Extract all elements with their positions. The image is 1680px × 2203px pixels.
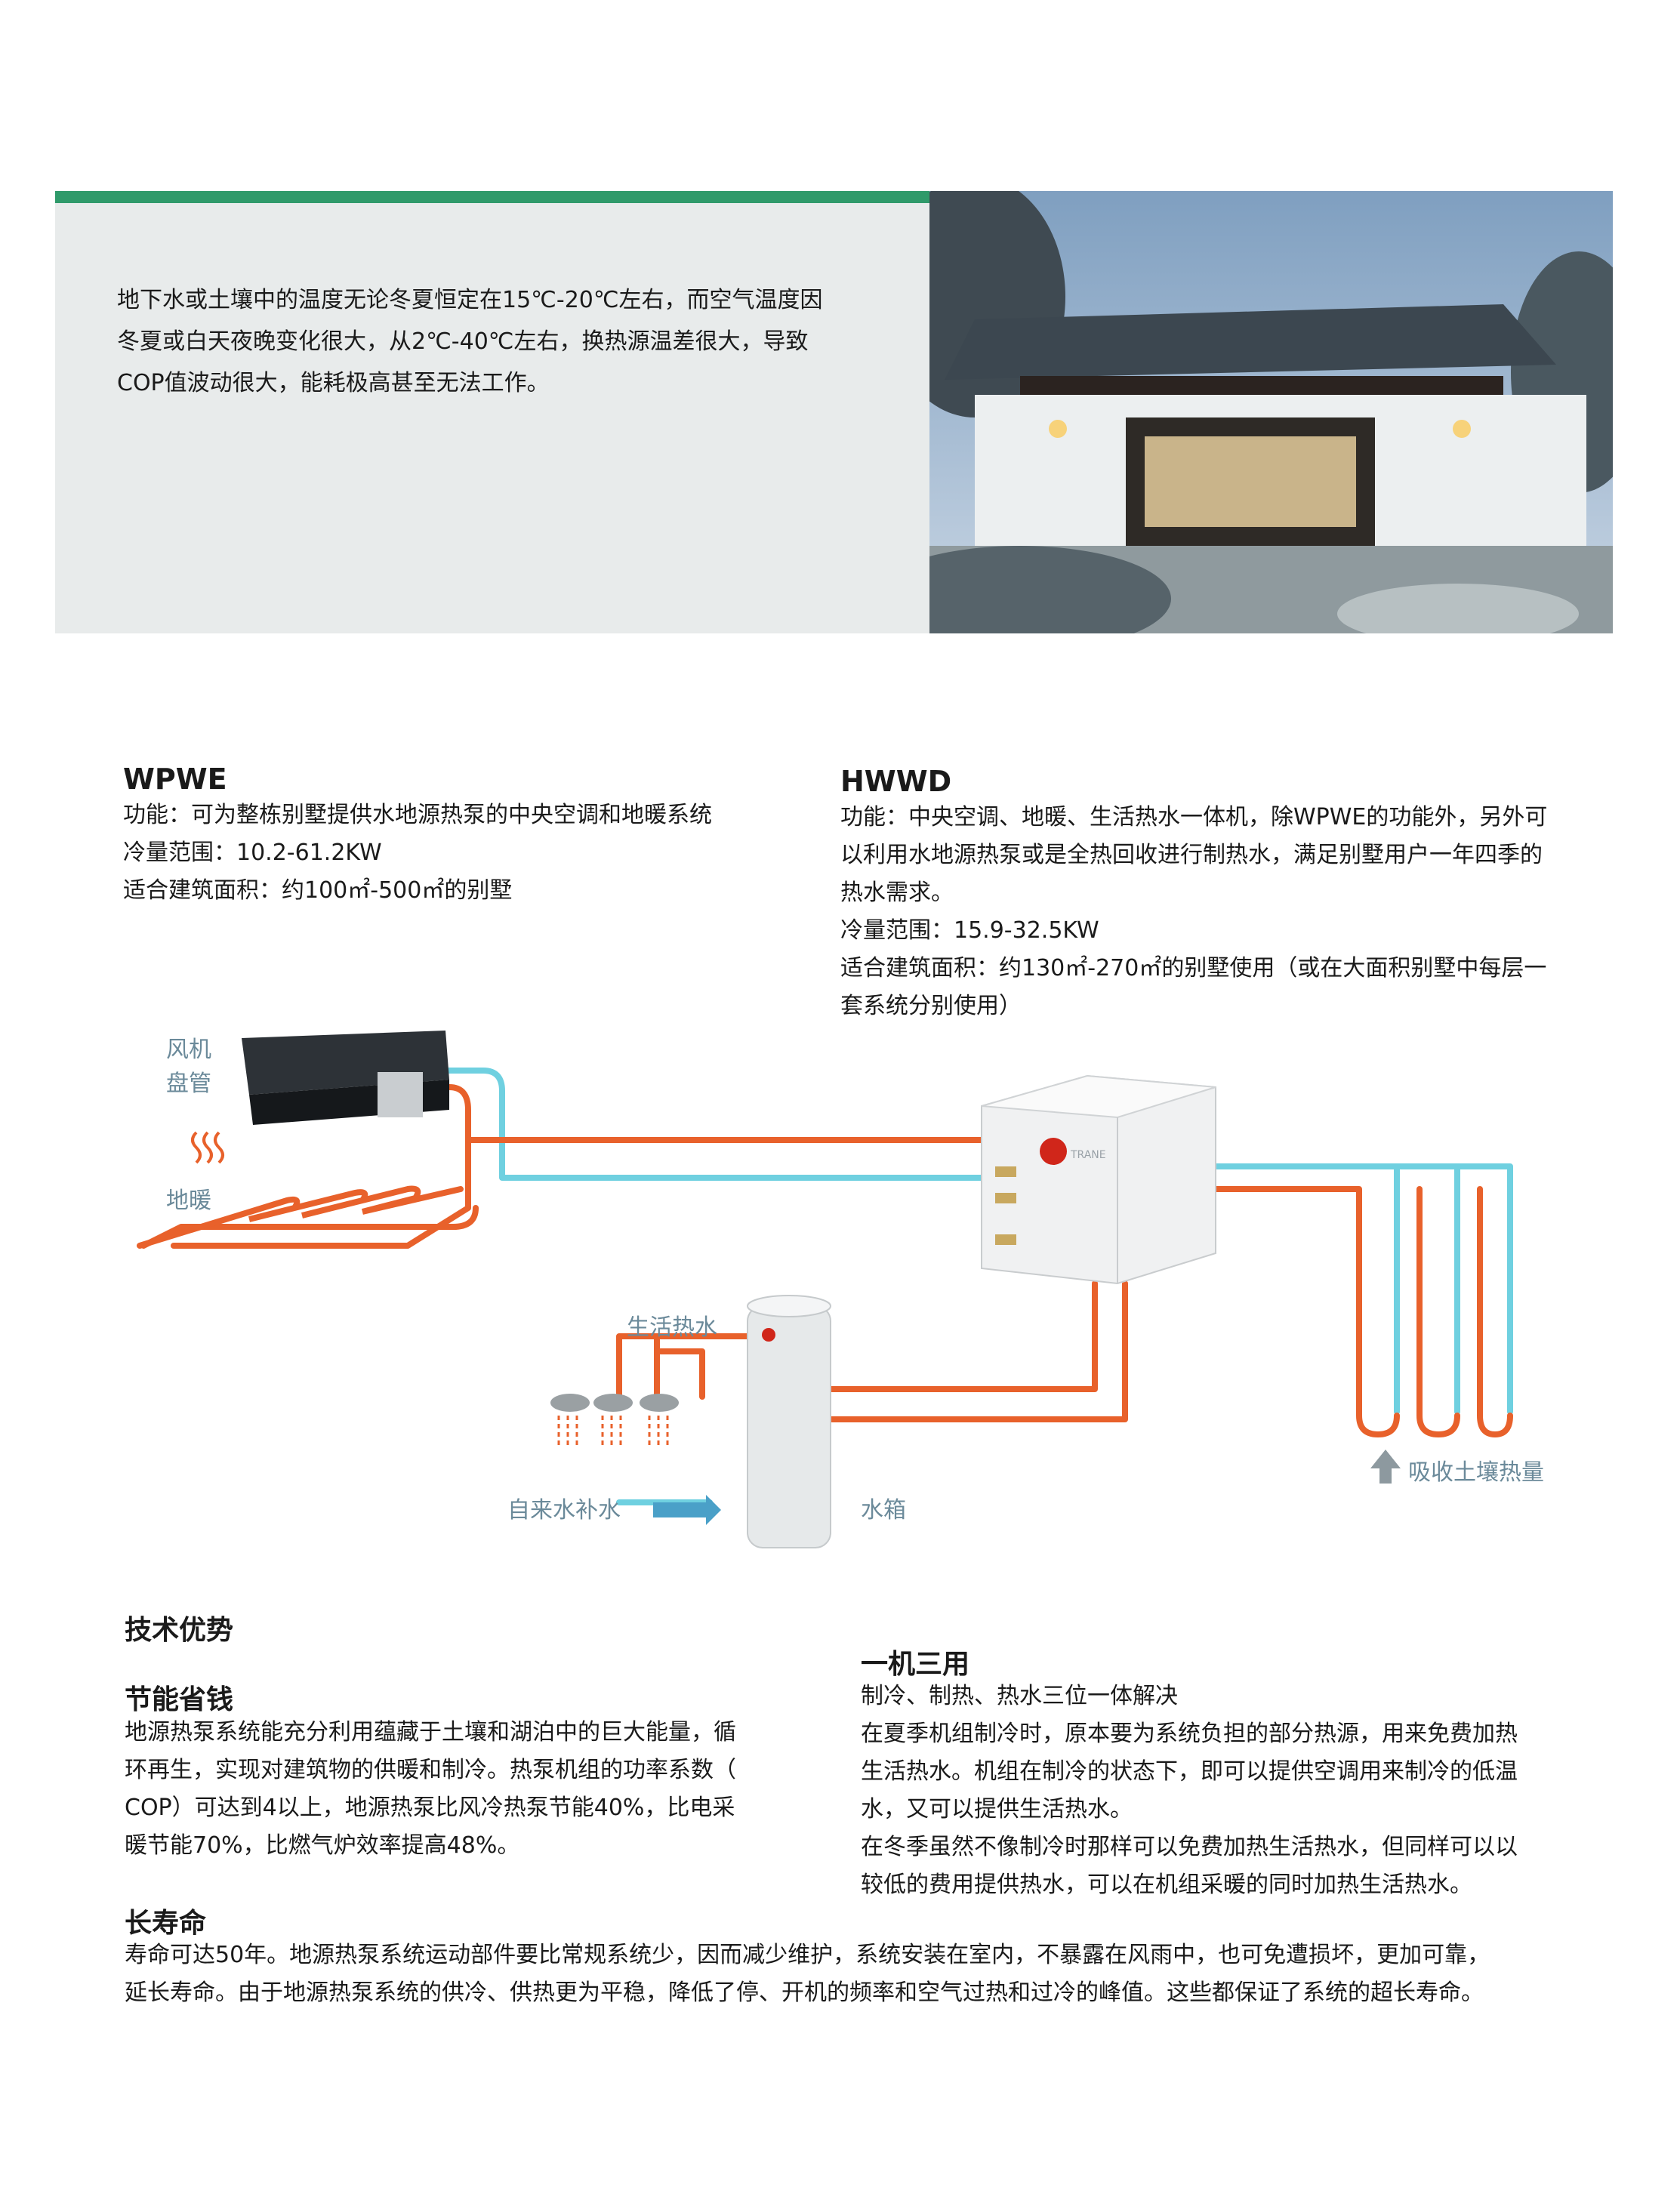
label-fan-coil-2: 盘管 xyxy=(166,1071,211,1097)
label-soil-heat: 吸收土壤热量 xyxy=(1408,1459,1544,1486)
wpwe-specs: 功能：可为整栋别墅提供水地源热泵的中央空调和地暖系统 冷量范围：10.2-61.… xyxy=(123,796,803,910)
three-in-one-title: 一机三用 xyxy=(861,1649,970,1680)
hwwd-line: 热水需求。 xyxy=(840,880,954,906)
fan-coil-unit xyxy=(242,1031,449,1125)
three-in-one-line: 水，又可以提供生活热水。 xyxy=(861,1796,1133,1822)
long-life-line: 寿命可达50年。地源热泵系统运动部件要比常规系统少，因而减少维护，系统安装在室内… xyxy=(125,1942,1490,1968)
three-in-one-line: 制冷、制热、热水三位一体解决 xyxy=(861,1683,1178,1709)
villa-photo xyxy=(929,191,1613,633)
energy-saving-line: COP）可达到4以上，地源热泵比风冷热泵节能40%，比电采 xyxy=(125,1795,735,1821)
hwwd-title: HWWD xyxy=(840,765,952,798)
banner-line: 冬夏或白天夜晚变化很大，从2℃-40℃左右，换热源温差很大，导致 xyxy=(117,328,809,355)
three-in-one-line: 在夏季机组制冷时，原本要为系统负担的部分热源，用来免费加热 xyxy=(861,1721,1518,1747)
label-domestic-hot-water: 生活热水 xyxy=(627,1314,717,1341)
energy-saving-body: 地源热泵系统能充分利用蕴藏于土壤和湖泊中的巨大能量，循 环再生，实现对建筑物的供… xyxy=(125,1714,804,1865)
tech-advantages-title: 技术优势 xyxy=(125,1615,234,1646)
cold-pipe xyxy=(1213,1163,1513,1415)
long-life-body: 寿命可达50年。地源热泵系统运动部件要比常规系统少，因而减少维护，系统安装在室内… xyxy=(125,1936,1635,2012)
label-water-tank: 水箱 xyxy=(861,1497,906,1524)
energy-saving-line: 地源热泵系统能充分利用蕴藏于土壤和湖泊中的巨大能量，循 xyxy=(125,1719,736,1745)
long-life-line: 延长寿命。由于地源热泵系统的供冷、供热更为平稳，降低了停、开机的频率和空气过热和… xyxy=(125,1980,1484,2006)
hwwd-line: 以利用水地源热泵或是全热回收进行制热水，满足别墅用户一年四季的 xyxy=(840,842,1543,868)
energy-saving-line: 暖节能70%，比燃气炉效率提高48%。 xyxy=(125,1832,520,1859)
hot-pipe xyxy=(1213,1186,1400,1437)
hot-pipe xyxy=(828,1280,1098,1392)
three-in-one-body: 制冷、制热、热水三位一体解决 在夏季机组制冷时，原本要为系统负担的部分热源，用来… xyxy=(861,1678,1631,1904)
wpwe-title: WPWE xyxy=(123,763,227,796)
heat-wave-icon xyxy=(191,1131,224,1164)
heat-pump-brand-logo: TRANE xyxy=(1070,1149,1106,1161)
wpwe-line: 适合建筑面积：约100㎡-500㎡的别墅 xyxy=(123,877,513,904)
wpwe-line: 冷量范围：10.2-61.2KW xyxy=(123,840,382,866)
three-in-one-line: 较低的费用提供热水，可以在机组采暖的同时加热生活热水。 xyxy=(861,1872,1472,1898)
energy-saving-line: 环再生，实现对建筑物的供暖和制冷。热泵机组的功率系数（ xyxy=(125,1757,736,1783)
banner-line: 地下水或土壤中的温度无论冬夏恒定在15℃-20℃左右，而空气温度因 xyxy=(117,287,823,313)
up-arrow-icon xyxy=(1370,1450,1401,1484)
label-fan-coil-1: 风机 xyxy=(166,1037,211,1063)
shower-heads xyxy=(550,1394,679,1446)
hot-pipe xyxy=(654,1348,705,1400)
hwwd-line: 适合建筑面积：约130㎡-270㎡的别墅使用（或在大面积别墅中每层一 xyxy=(840,955,1547,981)
label-floor-heating: 地暖 xyxy=(166,1188,211,1214)
floor-heating-coil xyxy=(137,1185,464,1249)
system-diagram: TRANE 风机 盘管 地暖 生活热水 自 xyxy=(0,1004,1680,1608)
long-life-title: 长寿命 xyxy=(125,1908,207,1939)
three-in-one-line: 生活热水。机组在制冷的状态下，即可以提供空调用来制冷的低温 xyxy=(861,1758,1518,1785)
banner-text: 地下水或土壤中的温度无论冬夏恒定在15℃-20℃左右，而空气温度因 冬夏或白天夜… xyxy=(117,279,887,404)
hot-pipe xyxy=(1416,1186,1460,1437)
banner-line: COP值波动很大，能耗极高甚至无法工作。 xyxy=(117,370,550,396)
hwwd-line: 冷量范围：15.9-32.5KW xyxy=(840,917,1099,944)
energy-saving-title: 节能省钱 xyxy=(125,1684,234,1715)
water-tank xyxy=(747,1295,831,1548)
tap-water-arrow-icon xyxy=(653,1495,721,1525)
wpwe-line: 功能：可为整栋别墅提供水地源热泵的中央空调和地暖系统 xyxy=(123,802,712,828)
hwwd-line: 功能：中央空调、地暖、生活热水一体机，除WPWE的功能外，另外可 xyxy=(840,804,1548,830)
hot-pipe xyxy=(828,1280,1128,1422)
hot-pipe xyxy=(616,1333,751,1400)
hot-pipe xyxy=(171,1084,471,1249)
three-in-one-line: 在冬季虽然不像制冷时那样可以免费加热生活热水，但同样可以以 xyxy=(861,1834,1518,1860)
label-tap-water: 自来水补水 xyxy=(507,1497,621,1524)
hwwd-specs: 功能：中央空调、地暖、生活热水一体机，除WPWE的功能外，另外可 以利用水地源热… xyxy=(840,799,1626,1025)
hot-pipe xyxy=(140,1205,479,1249)
hwwd-line: 套系统分别使用） xyxy=(840,993,1022,1019)
heat-pump-unit: TRANE xyxy=(981,1074,1216,1285)
banner-text-panel xyxy=(55,203,929,633)
hot-pipe xyxy=(1477,1186,1513,1437)
cold-pipe xyxy=(420,1068,985,1181)
